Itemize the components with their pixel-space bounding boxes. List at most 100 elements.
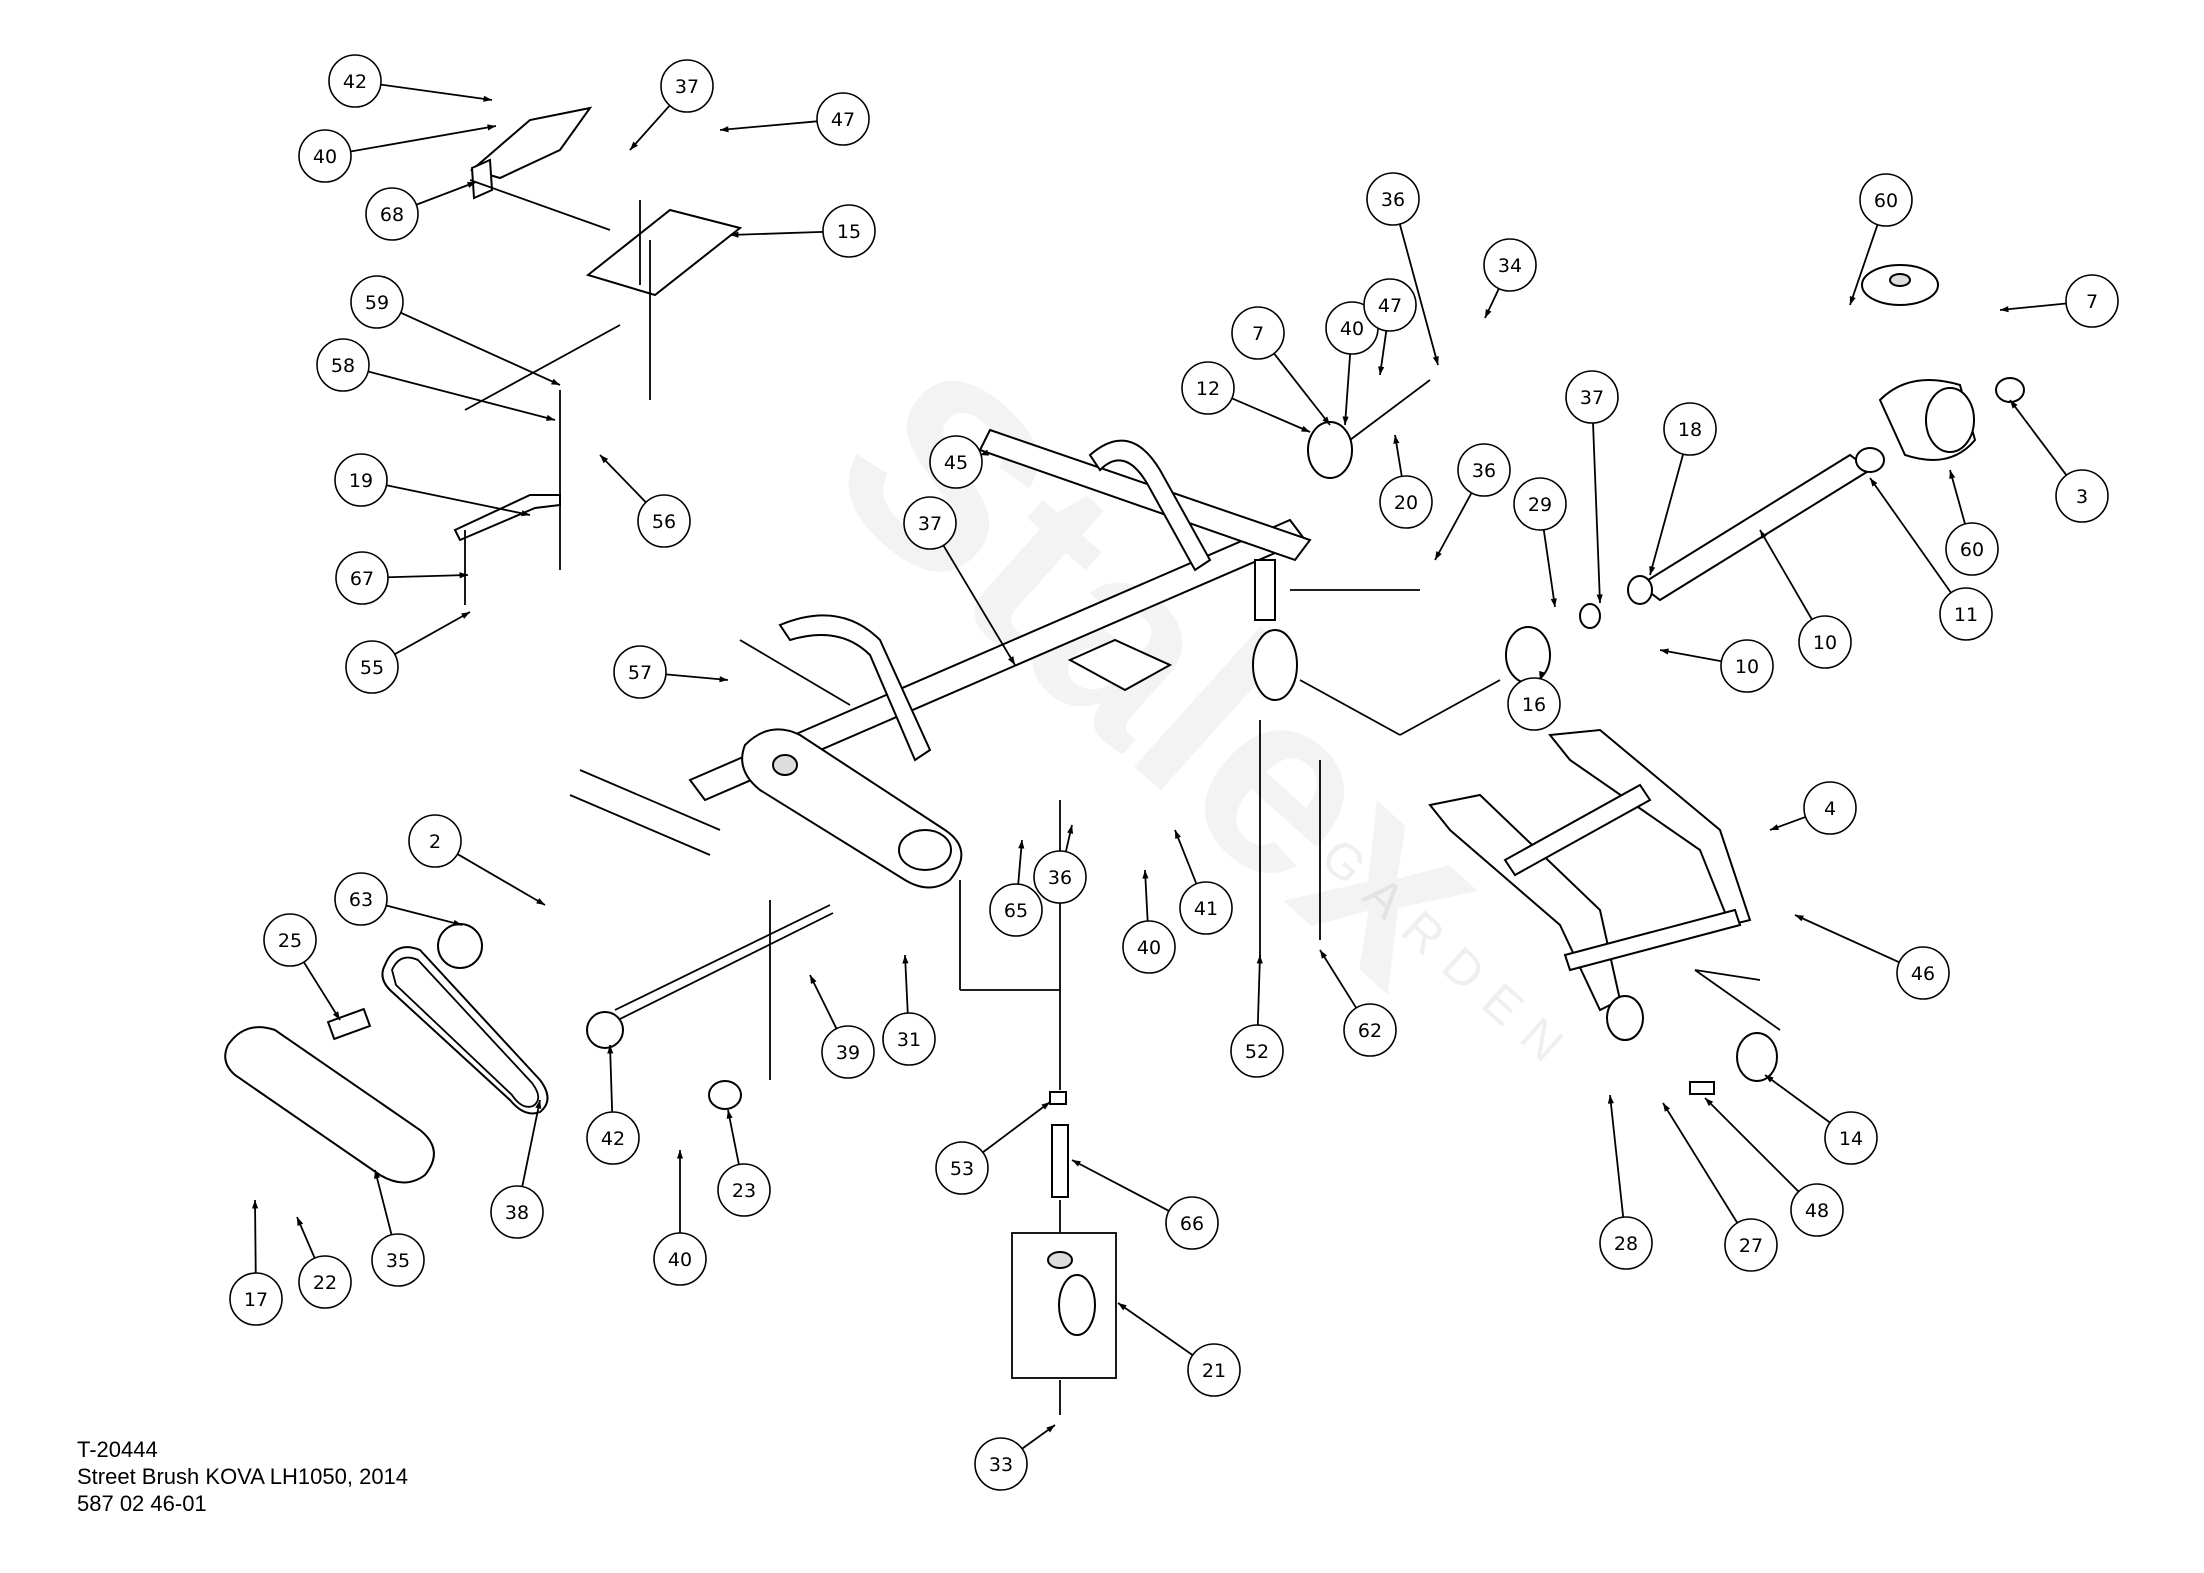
pulley-hub: [1889, 273, 1911, 287]
roller-27: [1736, 1032, 1778, 1082]
callout-55: 55: [345, 611, 471, 694]
callout-label: 27: [1739, 1235, 1763, 1257]
callout-label: 11: [1954, 604, 1978, 626]
callout-65: 65: [989, 839, 1043, 937]
callout-leader: [727, 1109, 740, 1165]
callout-arrowhead: [1018, 840, 1025, 849]
callout-arrowhead: [1849, 296, 1856, 305]
callout-leader: [303, 961, 341, 1021]
callout-arrowhead: [1320, 950, 1328, 959]
callout-12: 12: [1181, 361, 1311, 433]
callout-leader: [1398, 223, 1439, 366]
lever: [453, 494, 561, 542]
callout-leader: [521, 1099, 541, 1187]
callout-label: 48: [1805, 1200, 1829, 1222]
callout-leader: [385, 904, 463, 926]
callout-leader: [386, 484, 531, 516]
cross-tube: [978, 428, 1312, 562]
callout-arrowhead: [1118, 1303, 1127, 1311]
callout-arrowhead: [551, 378, 560, 385]
callout-arrowhead: [1041, 1102, 1050, 1110]
callout-63: 63: [334, 872, 463, 926]
callout-21: 21: [1117, 1302, 1241, 1397]
callout-leader: [1434, 492, 1473, 561]
callout-arrowhead: [1046, 1425, 1055, 1433]
callout-45: 45: [929, 435, 989, 489]
callout-arrowhead: [1435, 551, 1442, 560]
callout-arrowhead: [487, 124, 496, 131]
callout-arrowhead: [1142, 870, 1149, 879]
callout-label: 55: [360, 657, 384, 679]
callout-circle: [335, 551, 389, 605]
callout-arrowhead: [1342, 416, 1349, 425]
callout-leader: [809, 974, 838, 1030]
callout-circle: [1803, 781, 1857, 835]
callout-label: 66: [1180, 1213, 1204, 1235]
callout-label: 15: [837, 221, 861, 243]
callout-label: 25: [278, 930, 302, 952]
washer-18: [1579, 603, 1601, 629]
callout-circle: [1939, 587, 1993, 641]
gearbox-flange: [1925, 387, 1975, 453]
callout-57: 57: [613, 645, 729, 699]
callout-20: 20: [1379, 434, 1433, 529]
callout-arrowhead: [483, 95, 492, 102]
callout-label: 40: [1340, 318, 1364, 340]
callout-label: 36: [1472, 460, 1496, 482]
callout-arrowhead: [2010, 400, 2018, 409]
callout-arrowhead: [251, 1200, 259, 1209]
callout-42: 42: [328, 54, 493, 108]
callout-arrowhead: [459, 572, 468, 579]
caster-stem: [1254, 559, 1276, 621]
brush-axle: [1638, 453, 1872, 602]
callout-circle: [1599, 1216, 1653, 1270]
callout-label: 34: [1498, 255, 1522, 277]
callout-arrowhead: [1378, 366, 1385, 375]
callout-circle: [2055, 469, 2109, 523]
callout-47: 47: [1363, 278, 1417, 376]
callout-arrowhead: [1256, 955, 1263, 964]
callout-leader: [380, 83, 493, 101]
callout-arrowhead: [1663, 1103, 1671, 1112]
callout-circle: [1507, 677, 1561, 731]
callout-label: 37: [675, 76, 699, 98]
callout-circle: [408, 814, 462, 868]
callout-leader: [367, 370, 556, 421]
callout-58: 58: [316, 338, 556, 421]
callout-circle: [882, 1012, 936, 1066]
callout-label: 20: [1394, 492, 1418, 514]
callout-arrowhead: [297, 1217, 304, 1226]
callout-arrowhead: [1175, 830, 1181, 839]
callout-40: 40: [1122, 869, 1176, 974]
bracket-plate: [585, 208, 743, 297]
callout-56: 56: [599, 454, 691, 548]
callout-label: 53: [950, 1158, 974, 1180]
callout-label: 47: [1378, 295, 1402, 317]
callout-arrowhead: [536, 898, 545, 905]
callout-37: 37: [903, 496, 1016, 666]
callout-label: 39: [836, 1042, 860, 1064]
callout-66: 66: [1071, 1159, 1219, 1250]
callout-label: 52: [1245, 1041, 1269, 1063]
callout-36: 36: [1434, 443, 1511, 561]
caster-wheel: [1058, 1274, 1096, 1336]
callout-circle: [1343, 1003, 1397, 1057]
callout-arrowhead: [676, 1150, 684, 1159]
callout-circle: [1859, 173, 1913, 227]
callout-label: 57: [628, 662, 652, 684]
callout-arrowhead: [607, 1045, 614, 1054]
callout-arrowhead: [1649, 566, 1656, 575]
callout-label: 3: [2076, 486, 2088, 508]
callout-arrowhead: [630, 141, 638, 150]
callout-59: 59: [350, 275, 561, 386]
callout-15: 15: [729, 204, 876, 258]
chain-case-boss: [898, 829, 952, 871]
callout-leader: [1174, 829, 1198, 885]
sprocket-large: [437, 923, 483, 969]
callout-41: 41: [1174, 829, 1233, 935]
callout-52: 52: [1230, 954, 1284, 1078]
spacer-10: [1627, 575, 1653, 605]
callout-leader: [1764, 1074, 1831, 1124]
callout-40: 40: [298, 124, 497, 183]
callout-arrowhead: [1432, 356, 1439, 365]
